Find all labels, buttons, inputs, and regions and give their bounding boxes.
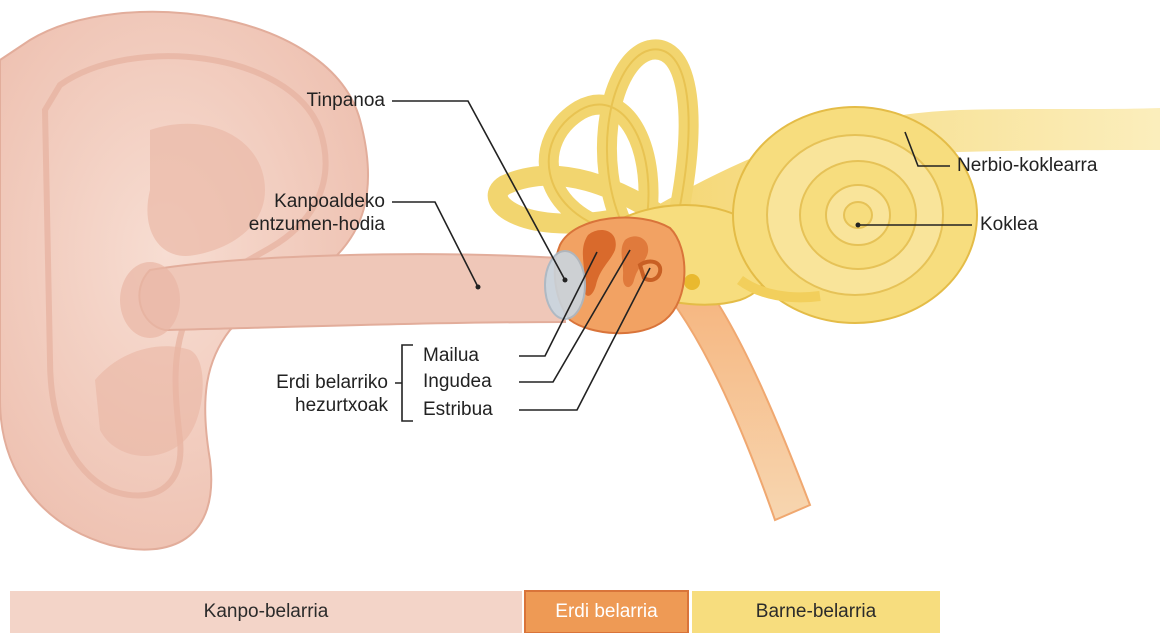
ear-canal (139, 254, 565, 330)
incus-label: Ingudea (423, 371, 492, 393)
cochlea-shape (733, 107, 977, 323)
cochlea-label: Koklea (980, 214, 1038, 236)
ossicles-label-line2: hezurtxoak (210, 395, 388, 417)
canal-opening (120, 262, 180, 338)
tympanic-membrane (545, 251, 585, 319)
ossicles-bracket (395, 345, 413, 421)
semicircular-canals (498, 49, 689, 230)
region-inner-ear: Barne-belarria (692, 591, 940, 633)
tympanum-label: Tinpanoa (250, 90, 385, 112)
ear-canal-label-line2: entzumen-hodia (190, 214, 385, 236)
cochlear-nerve-label: Nerbio-koklearra (957, 155, 1097, 177)
stapes-label: Estribua (423, 399, 493, 421)
region-middle-ear: Erdi belarria (525, 591, 688, 633)
ear-canal-label-line1: Kanpoaldeko (190, 191, 385, 213)
malleus-label: Mailua (423, 345, 479, 367)
round-window (684, 274, 700, 290)
region-outer-ear: Kanpo-belarria (10, 591, 522, 633)
ossicles-label-line1: Erdi belarriko (210, 372, 388, 394)
